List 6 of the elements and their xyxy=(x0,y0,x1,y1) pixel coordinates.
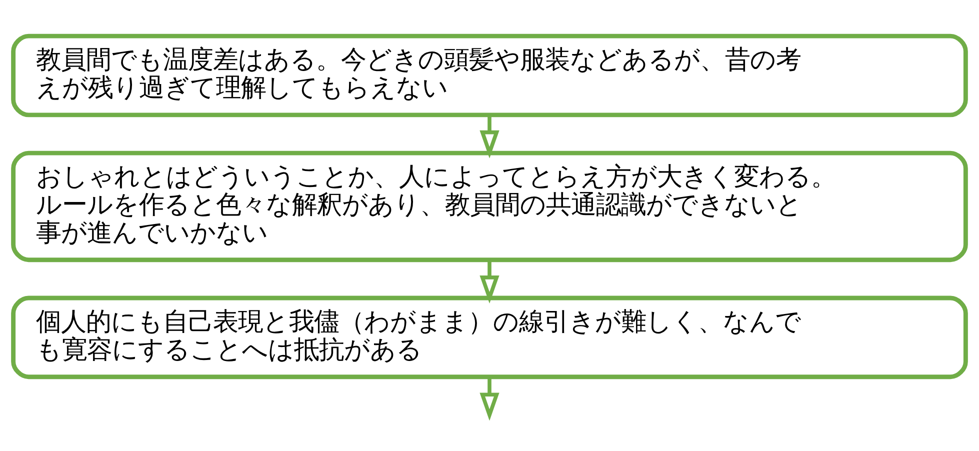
arrow xyxy=(480,114,500,158)
arrow xyxy=(480,259,500,304)
node-box: 個人的にも自己表現と我儘（わがまま）の線引きが難しく、なんでも寛容にすることへは抵抗がある xyxy=(11,295,968,379)
node-box: おしゃれとはどういうことか、人によってとらえ方が大きく変わる。ルールを作ると色々な解釈があり、教員間の共通認識ができないと事が進んでいかない xyxy=(11,150,968,262)
node-box: 教員間でも温度差はある。今どきの頭髪や服装などあるが、昔の考えが残り過ぎて理解してもらえない xyxy=(11,33,968,117)
arrow xyxy=(480,376,500,420)
